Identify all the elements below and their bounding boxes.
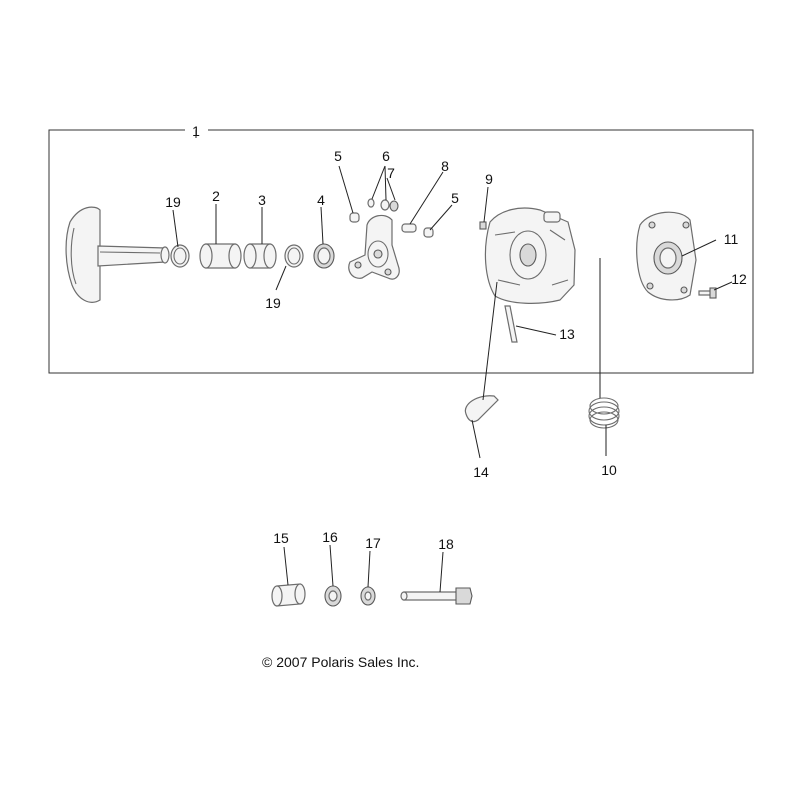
- callout-3: 3: [258, 192, 266, 208]
- callout-10: 10: [601, 462, 617, 478]
- button-part: [349, 212, 360, 223]
- button-part-2: [423, 227, 434, 238]
- moveable-sheave-part: [484, 207, 576, 304]
- leader-lines: [172, 165, 733, 593]
- callout-5-left: 5: [334, 148, 342, 164]
- snap-ring-part-2: [284, 244, 304, 268]
- callout-19-bottom: 19: [265, 295, 281, 311]
- set-screw-part: [479, 221, 487, 230]
- callout-16: 16: [322, 529, 338, 545]
- callout-13: 13: [559, 326, 575, 342]
- snap-ring-part: [170, 244, 190, 268]
- bushing-part-2: [243, 243, 277, 269]
- long-pin-part: [504, 305, 518, 343]
- callout-12: 12: [731, 271, 747, 287]
- washer-part: [324, 585, 342, 607]
- callout-11: 11: [724, 231, 739, 247]
- callout-18: 18: [438, 536, 454, 552]
- bushing-part: [199, 243, 242, 269]
- callout-1: 1: [192, 123, 200, 139]
- roller-washer-parts: [367, 198, 399, 212]
- callout-14: 14: [473, 464, 489, 480]
- screw-part: [698, 287, 717, 299]
- spider-part: [348, 214, 400, 280]
- callout-8: 8: [441, 158, 449, 174]
- bolt-part: [400, 587, 473, 605]
- weight-arm-part: [464, 395, 499, 423]
- seal-part: [313, 243, 335, 269]
- washer-part-2: [360, 586, 376, 606]
- callout-7: 7: [387, 165, 395, 181]
- callout-17: 17: [365, 535, 381, 551]
- callout-2: 2: [212, 188, 220, 204]
- callout-15: 15: [273, 530, 289, 546]
- sheave-shaft-part: [65, 206, 170, 303]
- callout-19-top: 19: [165, 194, 181, 210]
- spring-part: [588, 397, 620, 429]
- cover-part: [636, 211, 697, 301]
- callout-4: 4: [317, 192, 325, 208]
- callout-5-right: 5: [451, 190, 459, 206]
- callout-9: 9: [485, 171, 493, 187]
- assembly-frame: [48, 129, 754, 374]
- pin-part: [401, 223, 417, 233]
- spacer-part: [271, 583, 306, 607]
- copyright-notice: © 2007 Polaris Sales Inc.: [262, 654, 420, 670]
- callout-6: 6: [382, 148, 390, 164]
